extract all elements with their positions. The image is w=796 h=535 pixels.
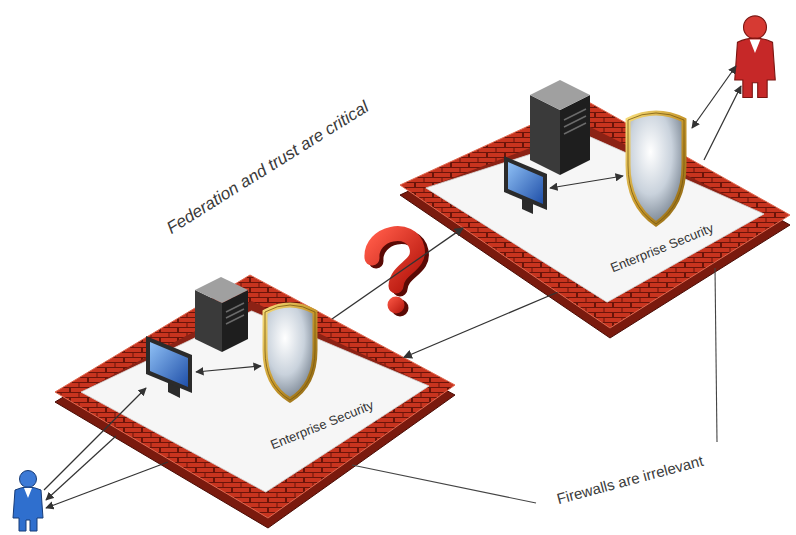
flow-arrow [196, 366, 261, 372]
question-mark [372, 234, 422, 317]
firewall-enclosure: Enterprise Security [397, 97, 793, 341]
brick-wall [397, 97, 793, 341]
monitor [504, 156, 547, 214]
diagram-note: Federation and trust are critical [163, 97, 373, 238]
blue-user [13, 471, 43, 532]
flow-arrow [550, 176, 623, 188]
note-block: Firewalls are irrelevant [555, 452, 705, 508]
security-shield [628, 113, 684, 224]
server-tower [195, 277, 248, 352]
trust-connector [332, 228, 463, 319]
diagram-note: Firewalls are irrelevant [555, 452, 705, 508]
monitor [146, 336, 192, 398]
server-tower [530, 80, 590, 175]
access-lines [44, 66, 741, 508]
red-user [735, 16, 776, 98]
security-shield [265, 305, 315, 400]
trust-connector [404, 292, 558, 357]
note-block: Federation and trust are critical [163, 97, 373, 238]
